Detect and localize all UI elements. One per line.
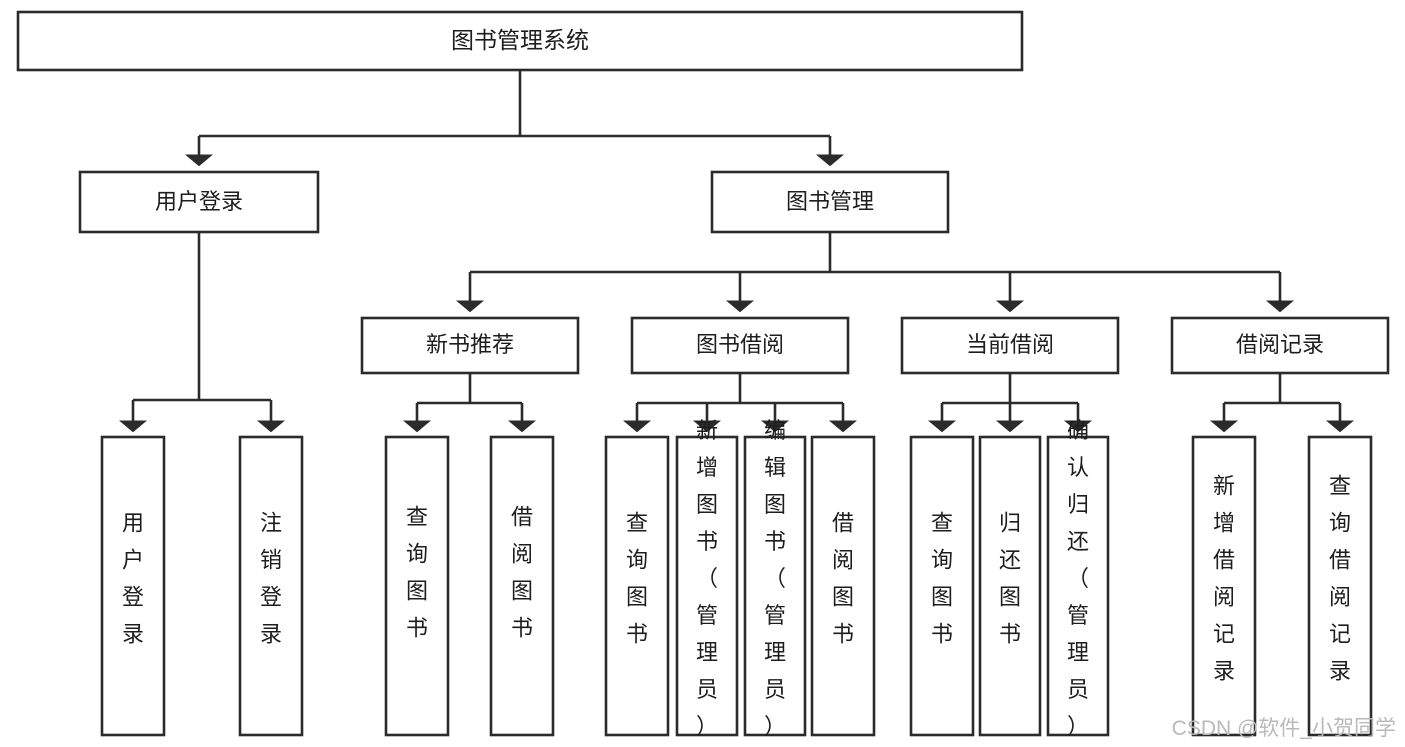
node-user-login[interactable]: 用户登录: [78, 170, 320, 234]
node-new-book-recommend[interactable]: 新书推荐: [360, 316, 580, 375]
node-root-system[interactable]: 图书管理系统: [16, 10, 1024, 72]
node-leaf-confirm-return-admin[interactable]: 确认归还（管理员）: [1046, 418, 1110, 739]
node-leaf-box[interactable]: [909, 435, 975, 737]
node-leaf-label: 新增借阅记录: [1213, 474, 1235, 684]
connector-borrow-record-to-leaves: [1209, 373, 1355, 433]
node-leaf-box[interactable]: [1046, 435, 1110, 737]
node-book-borrow-box[interactable]: [630, 316, 850, 375]
node-root-label: 图书管理系统: [451, 27, 589, 53]
node-book-borrow[interactable]: 图书借阅: [630, 316, 850, 375]
node-leaf-label: 查询图书: [406, 505, 428, 641]
node-book-management-label: 图书管理: [786, 189, 874, 214]
node-root-box[interactable]: [16, 10, 1024, 72]
node-leaf-box[interactable]: [489, 435, 555, 737]
node-new-book-recommend-box[interactable]: [360, 316, 580, 375]
node-leaf-query-book-recommend[interactable]: 查询图书: [384, 435, 450, 737]
node-leaf-label: 注销登录: [260, 511, 282, 647]
connector-root-to-level2: [184, 70, 845, 167]
node-leaf-add-borrow-record[interactable]: 新增借阅记录: [1191, 435, 1257, 737]
node-leaf-box[interactable]: [1191, 435, 1257, 737]
node-leaf-query-borrow-record[interactable]: 查询借阅记录: [1307, 435, 1373, 737]
node-leaf-borrow-book[interactable]: 借阅图书: [810, 435, 876, 737]
node-leaf-box[interactable]: [604, 435, 670, 737]
connector-user-login-to-leaves: [118, 232, 286, 433]
node-leaf-add-book-admin[interactable]: 新增图书（管理员）: [675, 418, 739, 739]
node-leaf-query-book-current[interactable]: 查询图书: [909, 435, 975, 737]
node-leaf-box[interactable]: [743, 435, 807, 737]
node-book-management-box[interactable]: [710, 170, 950, 234]
node-new-book-recommend-label: 新书推荐: [426, 332, 514, 357]
node-leaf-box[interactable]: [100, 435, 166, 737]
node-book-management[interactable]: 图书管理: [710, 170, 950, 234]
node-leaf-return-book[interactable]: 归还图书: [978, 435, 1042, 737]
node-leaf-label: 用户登录: [122, 511, 144, 647]
node-leaf-label: 编辑图书（管理员）: [764, 418, 786, 739]
node-leaf-box[interactable]: [810, 435, 876, 737]
node-borrow-record-label: 借阅记录: [1236, 332, 1324, 357]
node-leaf-label: 确认归还（管理员）: [1067, 418, 1089, 739]
connector-new-book-to-leaves: [402, 373, 537, 433]
node-leaf-box[interactable]: [1307, 435, 1373, 737]
node-current-borrow[interactable]: 当前借阅: [900, 316, 1120, 375]
node-leaf-box[interactable]: [238, 435, 304, 737]
node-leaf-label: 借阅图书: [511, 505, 533, 641]
node-book-borrow-label: 图书借阅: [696, 332, 784, 357]
node-leaf-logout[interactable]: 注销登录: [238, 435, 304, 737]
watermark-label: CSDN @软件_小贺同学: [1172, 717, 1396, 740]
connector-current-borrow-to-leaves: [927, 373, 1093, 433]
node-current-borrow-label: 当前借阅: [966, 332, 1054, 357]
node-leaf-box[interactable]: [978, 435, 1042, 737]
node-leaf-query-book-borrow[interactable]: 查询图书: [604, 435, 670, 737]
node-leaf-label: 借阅图书: [832, 511, 854, 647]
node-leaf-label: 归还图书: [999, 511, 1021, 647]
node-leaf-label: 查询借阅记录: [1329, 474, 1351, 684]
node-leaf-user-login[interactable]: 用户登录: [100, 435, 166, 737]
node-leaf-edit-book-admin[interactable]: 编辑图书（管理员）: [743, 418, 807, 739]
node-leaf-borrow-book-recommend[interactable]: 借阅图书: [489, 435, 555, 737]
node-leaf-box[interactable]: [675, 435, 739, 737]
connector-book-borrow-to-leaves: [622, 373, 858, 433]
node-leaf-label: 查询图书: [931, 511, 953, 647]
node-leaf-box[interactable]: [384, 435, 450, 737]
node-user-login-label: 用户登录: [155, 189, 243, 214]
node-leaf-label: 查询图书: [626, 511, 648, 647]
node-current-borrow-box[interactable]: [900, 316, 1120, 375]
connector-book-manage-to-level3: [455, 232, 1295, 313]
node-leaf-label: 新增图书（管理员）: [696, 418, 718, 739]
node-user-login-box[interactable]: [78, 170, 320, 234]
node-borrow-record[interactable]: 借阅记录: [1170, 316, 1390, 375]
node-borrow-record-box[interactable]: [1170, 316, 1390, 375]
